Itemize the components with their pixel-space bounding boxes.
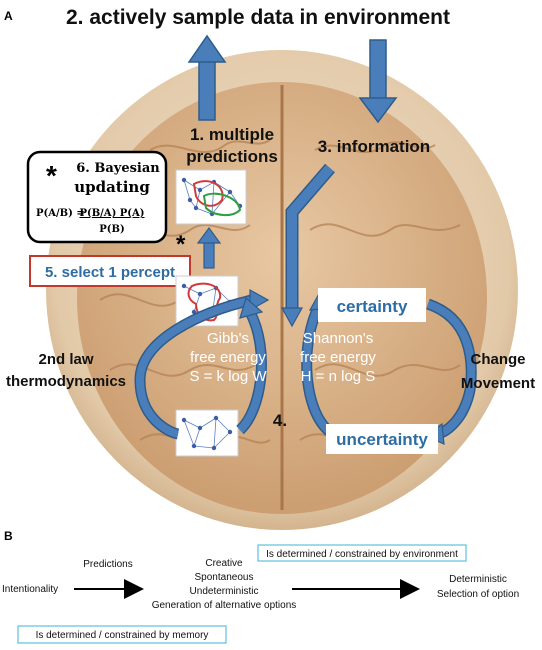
intentionality-label: Intentionality bbox=[2, 584, 58, 595]
arrow-left-up-to-percept bbox=[235, 296, 267, 435]
bayes-asterisk: * bbox=[46, 160, 57, 191]
arrow-information-down bbox=[280, 163, 335, 328]
middle-line1: Creative bbox=[205, 558, 243, 569]
shannon-line2: free energy bbox=[300, 349, 376, 366]
certainty-box: certainty bbox=[318, 288, 426, 322]
right-line1: Deterministic bbox=[449, 574, 507, 585]
shannon-line1: Shannon's bbox=[303, 330, 373, 347]
uncertainty-box: uncertainty bbox=[326, 424, 438, 454]
gibbs-line2: free energy bbox=[190, 349, 266, 366]
arrow-down-from-environment bbox=[358, 39, 398, 124]
step1-label-line2: predictions bbox=[186, 147, 278, 166]
gibbs-line1: Gibb's bbox=[207, 330, 249, 347]
bayes-title-line2: updating bbox=[74, 178, 150, 196]
step5-label: 5. select 1 percept bbox=[45, 264, 175, 281]
brain-illustration bbox=[46, 50, 518, 530]
left-label-line2: thermodynamics bbox=[6, 373, 126, 390]
left-label-line1: 2nd law bbox=[38, 351, 93, 368]
bayes-title-line1: 6. Bayesian bbox=[76, 161, 160, 176]
right-label-line1: Change bbox=[470, 351, 525, 368]
top-title: 2. actively sample data in environment bbox=[66, 6, 450, 29]
middle-line4: Generation of alternative options bbox=[152, 600, 297, 611]
right-line2: Selection of option bbox=[437, 589, 519, 600]
step3-label: 3. information bbox=[318, 137, 430, 156]
bayes-formula-lhs: P(A/B) = bbox=[36, 208, 85, 219]
environment-box: Is determined / constrained by environme… bbox=[257, 544, 467, 562]
memory-box-label: Is determined / constrained by memory bbox=[36, 630, 209, 641]
predictions-label: Predictions bbox=[83, 559, 132, 570]
multiple-predictions-network bbox=[175, 169, 247, 225]
shannon-formula: H = n log S bbox=[301, 368, 376, 385]
middle-line2: Spontaneous bbox=[195, 572, 254, 583]
right-label-line2: Movement bbox=[461, 375, 535, 392]
gibbs-formula: S = k log W bbox=[189, 368, 267, 385]
uncertainty-label: uncertainty bbox=[336, 430, 428, 449]
uncertainty-network bbox=[175, 409, 239, 457]
environment-box-label: Is determined / constrained by environme… bbox=[266, 549, 458, 560]
selection-asterisk: * bbox=[176, 231, 186, 258]
certainty-label: certainty bbox=[337, 297, 408, 316]
panel-a-label: A bbox=[4, 9, 13, 23]
panel-b-label: B bbox=[4, 529, 13, 543]
step4-label: 4. bbox=[273, 411, 287, 430]
bayes-formula-denominator: P(B) bbox=[99, 224, 124, 235]
step1-label: 1. multiple bbox=[190, 125, 274, 144]
bayesian-updating-box: * 6. Bayesian updating P(A/B) = P(B/A) P… bbox=[26, 150, 168, 244]
memory-box: Is determined / constrained by memory bbox=[17, 625, 227, 644]
bayes-formula-numerator: P(B/A) P(A) bbox=[79, 208, 144, 219]
arrow-select-up bbox=[196, 226, 222, 269]
middle-line3: Undeterministic bbox=[190, 586, 259, 597]
arrow-up-to-environment bbox=[187, 34, 227, 121]
select-percept-box: 5. select 1 percept bbox=[29, 255, 191, 287]
